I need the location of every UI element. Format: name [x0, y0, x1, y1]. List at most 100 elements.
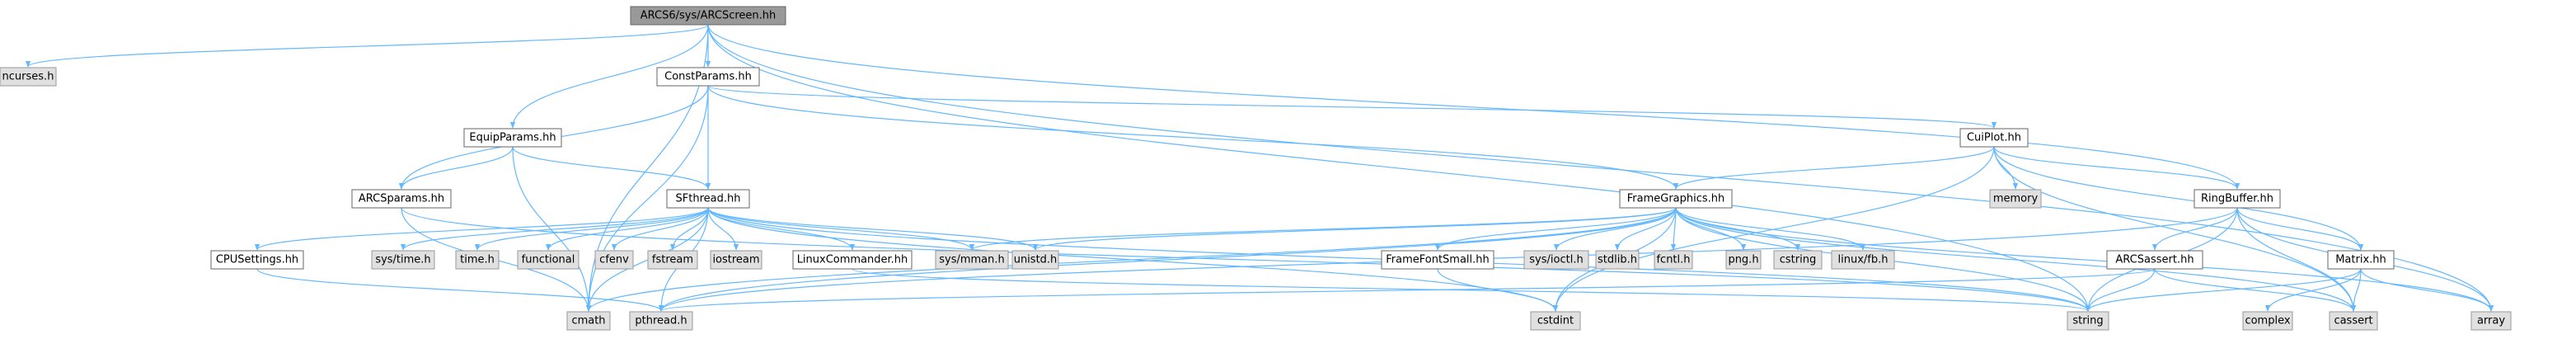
node-framefontsmall[interactable]: FrameFontSmall.hh [1381, 250, 1494, 270]
node-box-constparams [656, 67, 760, 87]
edge-cuiplot-to-memory [1993, 146, 2019, 190]
node-label-array: array [2477, 315, 2505, 327]
node-functional: functional [517, 250, 579, 270]
node-cuiplot[interactable]: CuiPlot.hh [1959, 128, 2029, 148]
node-box-iostream [710, 250, 762, 270]
node-label-arcsassert: ARCSassert.hh [2115, 254, 2194, 266]
node-label-cfenv: cfenv [599, 254, 629, 266]
node-label-fcntl: fcntl.h [1656, 254, 1690, 266]
node-cstring: cstring [1773, 250, 1823, 270]
node-box-cassert [2329, 311, 2378, 331]
node-box-systime [371, 250, 435, 270]
node-timeh: time.h [455, 250, 500, 270]
node-ncurses: ncurses.h [0, 67, 57, 87]
edge-framegraphics-to-sysmman [969, 207, 1677, 251]
node-box-functional [517, 250, 579, 270]
edge-arcsassert-to-string [2085, 268, 2156, 312]
node-layer: ARCS6/sys/ARCScreen.hh ncurses.h ConstPara… [0, 6, 2512, 331]
node-label-framefontsmall: FrameFontSmall.hh [1386, 254, 1490, 266]
edge-root-to-ringbuffer [707, 24, 2241, 190]
node-label-sysioctl: sys/ioctl.h [1529, 254, 1583, 266]
node-box-sysmman [935, 250, 1009, 270]
node-array: array [2470, 311, 2512, 331]
node-stdlib: stdlib.h [1595, 250, 1640, 270]
node-sysmman: sys/mman.h [935, 250, 1009, 270]
node-equipparams[interactable]: EquipParams.hh [463, 128, 562, 148]
node-sysioctl: sys/ioctl.h [1523, 250, 1589, 270]
node-ringbuffer[interactable]: RingBuffer.hh [2194, 189, 2281, 209]
node-root[interactable]: ARCS6/sys/ARCScreen.hh [630, 6, 786, 26]
node-label-sysmman: sys/mman.h [939, 254, 1005, 266]
edge-cuiplot-to-matrix [1993, 146, 2364, 251]
node-box-stdlib [1595, 250, 1640, 270]
edge-sfthread-to-functional [545, 207, 709, 251]
node-box-cstdint [1530, 311, 1581, 331]
edge-sfthread-to-iostream [707, 207, 739, 251]
node-box-cmath [566, 311, 611, 331]
edge-cuiplot-to-ringbuffer [1993, 146, 2241, 190]
node-label-timeh: time.h [460, 254, 495, 266]
node-label-cassert: cassert [2334, 315, 2372, 327]
node-label-linuxfb: linux/fb.h [1838, 254, 1889, 266]
node-box-string [2067, 311, 2109, 331]
edge-framegraphics-to-sysioctl [1553, 207, 1677, 251]
node-arcsassert[interactable]: ARCSassert.hh [2106, 250, 2203, 270]
node-box-equipparams [463, 128, 562, 148]
node-box-pthread [629, 311, 693, 331]
edge-framegraphics-to-framefontsmall [1434, 207, 1677, 251]
node-unistd: unistd.h [1011, 250, 1059, 270]
edge-framegraphics-to-cstring [1675, 207, 1801, 251]
node-label-cuiplot: CuiPlot.hh [1967, 132, 2021, 144]
node-label-framegraphics: FrameGraphics.hh [1627, 193, 1725, 205]
edge-framegraphics-to-array [1675, 207, 2494, 312]
node-box-cuiplot [1959, 128, 2029, 148]
node-label-root: ARCS6/sys/ARCScreen.hh [640, 10, 777, 22]
node-label-cstdint: cstdint [1537, 315, 1574, 327]
edge-cpusettings-to-pthread [256, 268, 664, 312]
node-label-unistd: unistd.h [1014, 254, 1058, 266]
edge-sfthread-to-sysmman [707, 207, 975, 251]
node-label-fstream: fstream [652, 254, 693, 266]
node-label-memory: memory [1993, 193, 2039, 205]
node-label-cpusettings: CPUSettings.hh [216, 254, 298, 266]
edge-equipparams-to-cmath [512, 146, 592, 312]
node-label-pthread: pthread.h [635, 315, 687, 327]
node-complex: complex [2242, 311, 2293, 331]
edge-sfthread-to-cfenv [611, 207, 709, 251]
node-box-arcsparams [351, 189, 452, 209]
edge-matrix-to-array [2360, 268, 2494, 312]
node-linuxfb: linux/fb.h [1831, 250, 1895, 270]
node-label-cstring: cstring [1780, 254, 1816, 266]
node-label-matrix: Matrix.hh [2335, 254, 2386, 266]
edge-constparams-to-cuiplot [707, 85, 1997, 129]
edge-framegraphics-to-pthread [658, 207, 1677, 312]
node-arcsparams[interactable]: ARCSparams.hh [351, 189, 452, 209]
node-memory: memory [1989, 189, 2042, 209]
edge-framegraphics-to-cmath [585, 207, 1677, 312]
node-box-root [630, 6, 786, 26]
node-iostream: iostream [710, 250, 762, 270]
edge-ringbuffer-to-cassert [2236, 207, 2357, 312]
node-sfthread[interactable]: SFthread.hh [666, 189, 750, 209]
edge-equipparams-to-sfthread [512, 146, 711, 190]
edge-equipparams-to-arcsparams [398, 146, 514, 190]
edge-framegraphics-to-unistd [1033, 207, 1677, 251]
node-label-systime: sys/time.h [375, 254, 430, 266]
node-framegraphics[interactable]: FrameGraphics.hh [1619, 189, 1733, 209]
node-box-ringbuffer [2194, 189, 2281, 209]
node-label-string: string [2072, 315, 2103, 327]
node-cpusettings[interactable]: CPUSettings.hh [210, 250, 304, 270]
node-fcntl: fcntl.h [1654, 250, 1693, 270]
node-constparams[interactable]: ConstParams.hh [656, 67, 760, 87]
edge-ringbuffer-to-matrix [2236, 207, 2364, 251]
node-matrix[interactable]: Matrix.hh [2327, 250, 2395, 270]
node-pngh: png.h [1725, 250, 1762, 270]
node-label-pngh: png.h [1728, 254, 1758, 266]
node-label-equipparams: EquipParams.hh [469, 132, 556, 144]
node-label-cmath: cmath [571, 315, 605, 327]
node-box-pngh [1725, 250, 1762, 270]
node-linuxcommander[interactable]: LinuxCommander.hh [792, 250, 913, 270]
node-pthread: pthread.h [629, 311, 693, 331]
node-box-complex [2242, 311, 2293, 331]
